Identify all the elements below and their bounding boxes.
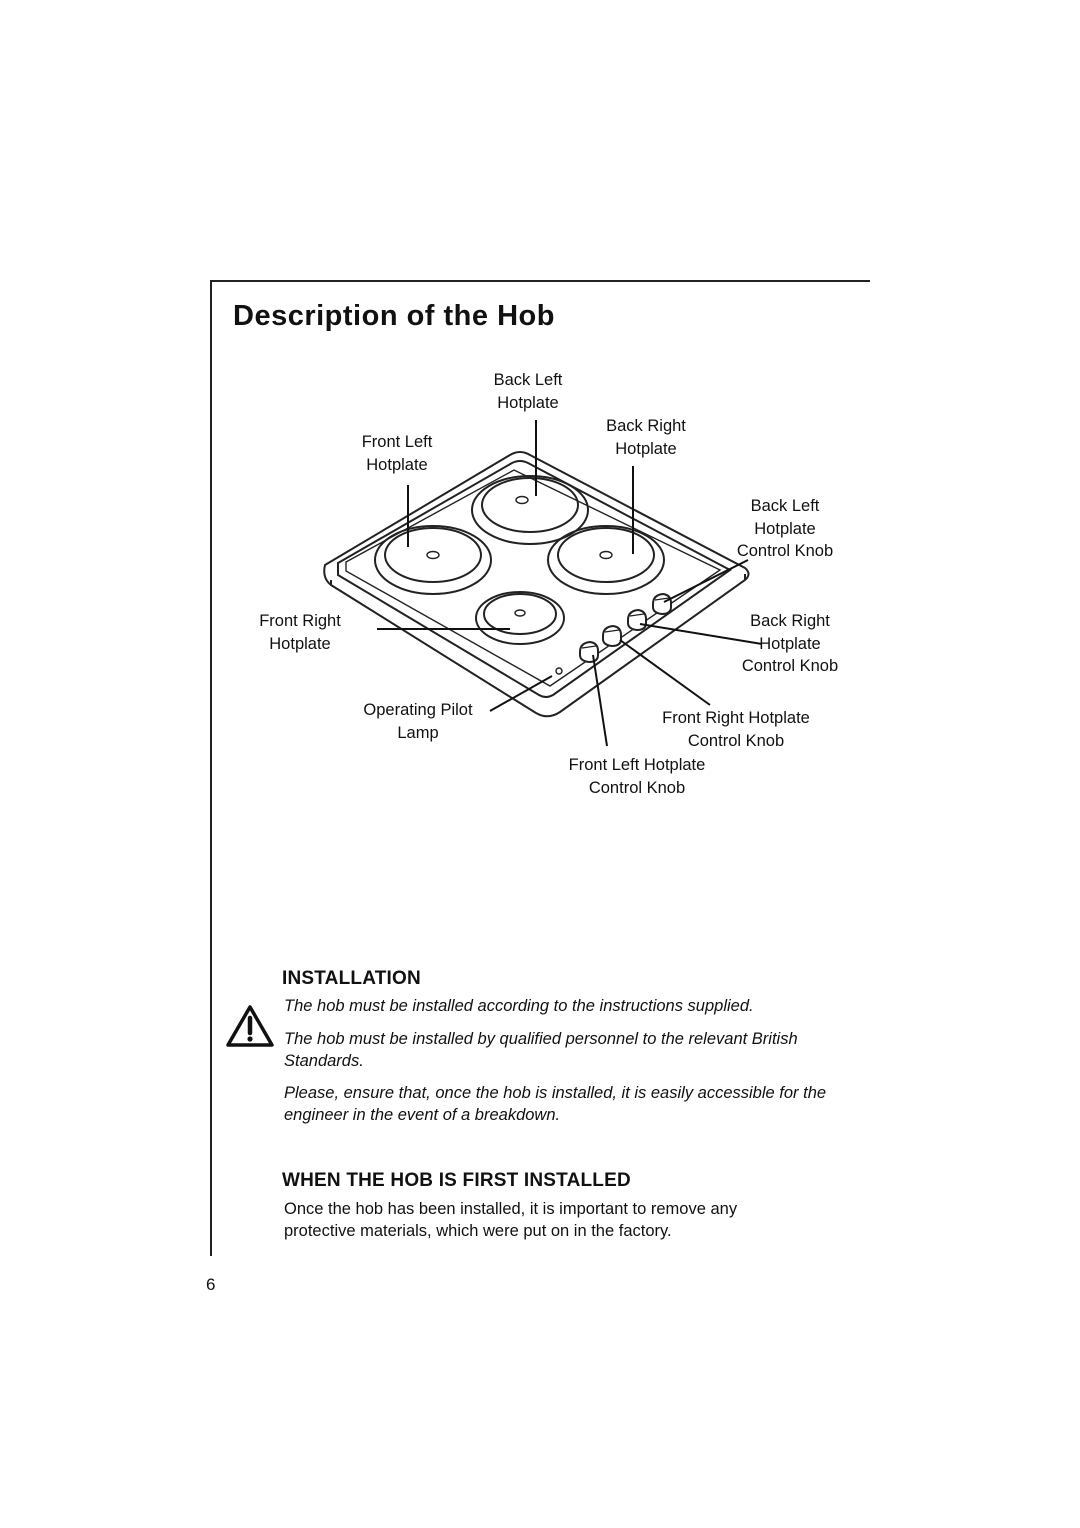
- first-installed-paragraph: Once the hob has been installed, it is i…: [284, 1200, 738, 1240]
- hotplate-back-right: [547, 525, 665, 595]
- label-front-right-knob: Front Right Hotplate Control Knob: [662, 709, 810, 750]
- warning-triangle-icon: [226, 1005, 274, 1047]
- label-back-right-knob: Back Right Hotplate Control Knob: [741, 612, 839, 675]
- installation-heading: INSTALLATION: [282, 968, 421, 989]
- hotplate-back-left: [471, 475, 589, 545]
- knob-front-left: [579, 640, 599, 664]
- hob-top-inner: [345, 469, 722, 687]
- left-rule: [210, 280, 212, 1256]
- hob-top-rim: [337, 460, 732, 698]
- hotplate-front-left: [374, 525, 492, 595]
- page-title: Description of the Hob: [233, 300, 555, 332]
- hob-edge: [330, 574, 746, 585]
- knob-back-right: [627, 608, 647, 632]
- label-back-right-hotplate: Back Right Hotplate: [606, 417, 686, 458]
- knob-front-right: [602, 624, 622, 648]
- label-front-left-knob: Front Left Hotplate Control Knob: [568, 756, 706, 797]
- label-back-left-knob: Back Left Hotplate Control Knob: [736, 497, 834, 560]
- page-number: 6: [206, 1275, 216, 1294]
- installation-paragraph-3: Please, ensure that, once the hob is ins…: [284, 1084, 827, 1124]
- label-front-left-hotplate: Front Left Hotplate: [361, 433, 433, 474]
- label-back-left-hotplate: Back Left Hotplate: [493, 371, 563, 412]
- hotplate-front-right: [475, 591, 565, 645]
- pilot-lamp: [555, 667, 563, 675]
- installation-paragraph-1: The hob must be installed according to t…: [284, 997, 754, 1015]
- label-pilot-lamp: Operating Pilot Lamp: [363, 701, 473, 742]
- top-rule: [210, 280, 870, 282]
- installation-paragraph-2: The hob must be installed by qualified p…: [284, 1030, 798, 1070]
- label-front-right-hotplate: Front Right Hotplate: [259, 612, 341, 653]
- first-installed-heading: WHEN THE HOB IS FIRST INSTALLED: [282, 1170, 631, 1191]
- knob-back-left: [652, 592, 672, 616]
